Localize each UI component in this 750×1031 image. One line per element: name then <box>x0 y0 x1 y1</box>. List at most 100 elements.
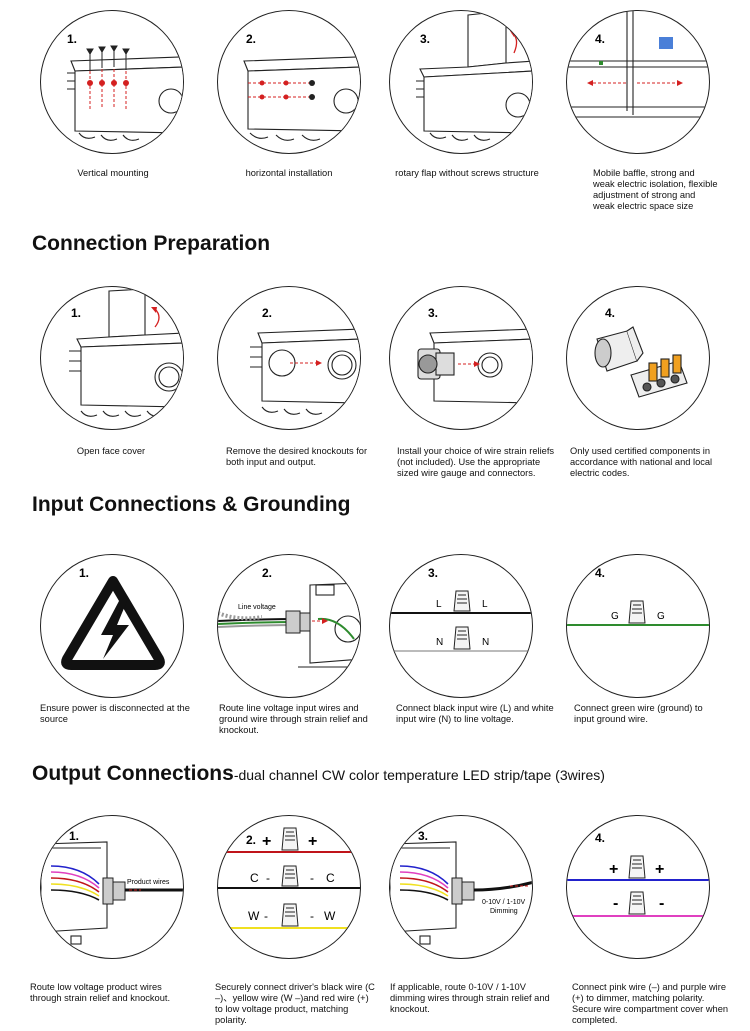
open-face-cover-illustration: 1. <box>69 288 183 417</box>
plus-left: + <box>609 861 618 878</box>
prep-caption-2: Remove the desired knockouts for both in… <box>226 446 368 467</box>
neutral-label-left: N <box>436 637 443 648</box>
prep-caption-1: Open face cover <box>76 446 146 456</box>
lever-connector-icon <box>630 354 688 398</box>
baffle-icon <box>659 37 673 49</box>
minus-c-right: - <box>310 871 314 885</box>
dimming-wires-illustration: 3. 0-10V / 1-10V Dimming <box>390 829 532 945</box>
input-caption-4: Connect green wire (ground) to input gro… <box>574 703 703 724</box>
dimming-label-line2: Dimming <box>490 908 518 915</box>
output-step-4-circle: 4. + + - - <box>566 815 710 959</box>
certified-components-illustration: 4. <box>594 306 688 398</box>
product-wires-label: Product wires <box>127 879 170 886</box>
strain-relief-icon <box>285 610 311 634</box>
strain-relief-icon <box>102 877 126 905</box>
step-number: 4. <box>595 32 605 46</box>
rotate-arrow-icon <box>510 31 518 54</box>
strain-relief-icon <box>417 348 455 380</box>
input-caption-3: Connect black input wire (L) and white i… <box>396 703 554 724</box>
output-caption-1: Route low voltage product wires through … <box>30 982 171 1003</box>
horizontal-installation-illustration: 2. <box>243 32 360 141</box>
step-number: 2. <box>262 306 272 320</box>
w-label-right: W <box>324 909 336 923</box>
wire-nut-icon <box>281 827 299 927</box>
input-step-2-circle: 2. Line voltage <box>217 554 361 698</box>
strain-relief-illustration: 3. <box>417 306 532 404</box>
dimming-label-line1: 0-10V / 1-10V <box>482 899 526 906</box>
neutral-label-right: N <box>482 637 489 648</box>
plus-right: + <box>655 861 664 878</box>
output-title: Output Connections <box>32 762 234 785</box>
step-number: 2. <box>246 32 256 46</box>
line-voltage-illustration: 2. Line voltage <box>218 566 360 668</box>
prep-caption-4: Only used certified components in accord… <box>570 446 713 478</box>
mounting-step-3-circle: 3. <box>389 10 533 154</box>
output-caption-4: Connect pink wire (–) and purple wire (+… <box>572 982 729 1025</box>
output-caption-3: If applicable, route 0-10V / 1-10V dimmi… <box>390 982 550 1014</box>
step-number: 1. <box>69 829 79 843</box>
section-title-output: Output Connections-dual channel CW color… <box>32 762 605 786</box>
prep-step-4-circle: 4. <box>566 286 710 430</box>
wire-nut-icon <box>453 590 471 650</box>
output-step-1-circle: 1. Product wires <box>40 815 184 959</box>
mounting-caption-4: Mobile baffle, strong and weak electric … <box>593 168 718 211</box>
high-voltage-warning-icon <box>61 576 165 670</box>
input-step-1-circle: 1. <box>40 554 184 698</box>
power-warning-illustration: 1. <box>61 566 165 670</box>
output-step-3-circle: 3. 0-10V / 1-10V Dimming <box>389 815 533 959</box>
output-wiring-illustration: 2. + + C - - C W - - W <box>218 827 360 929</box>
step-number: 1. <box>67 32 77 46</box>
step-number: 3. <box>428 566 438 580</box>
mounting-step-2-circle: 2. <box>217 10 361 154</box>
rotate-arrow-icon <box>151 307 160 328</box>
mounting-caption-2: horizontal installation <box>245 168 333 178</box>
line-voltage-label: Line voltage <box>238 604 276 611</box>
line-label-right: L <box>482 599 488 610</box>
minus-c-left: - <box>266 871 270 885</box>
prep-step-1-circle: 1. <box>40 286 184 430</box>
ground-label-right: G <box>657 611 665 622</box>
prep-step-2-circle: 2. <box>217 286 361 430</box>
minus-w-right: - <box>310 909 314 923</box>
mounting-caption-3: rotary flap without screws structure <box>395 168 539 178</box>
plus-right: + <box>308 833 317 850</box>
step-number: 4. <box>595 566 605 580</box>
ground-connection-illustration: 4. G G <box>567 566 709 626</box>
step-number: 3. <box>420 32 430 46</box>
output-caption-2: Securely connect driver's black wire (C … <box>215 982 375 1025</box>
minus-w-left: - <box>264 909 268 923</box>
output-subtitle: -dual channel CW color temperature LED s… <box>233 767 605 783</box>
wire-nut-icon <box>594 326 644 372</box>
input-step-3-circle: 3. L L N N <box>389 554 533 698</box>
input-caption-2: Route line voltage input wires and groun… <box>219 703 368 735</box>
w-label-left: W <box>248 909 260 923</box>
step-number: 1. <box>79 566 89 580</box>
section-title-input: Input Connections & Grounding <box>32 493 351 516</box>
step-number: 2. <box>262 566 272 580</box>
dimmer-wiring-illustration: 4. + + - - <box>567 831 709 917</box>
section-title-preparation: Connection Preparation <box>32 232 271 255</box>
plus-left: + <box>262 833 271 850</box>
step-number: 1. <box>71 306 81 320</box>
c-label-left: C <box>250 871 259 885</box>
step-number: 2. <box>246 833 256 847</box>
mounting-step-1-circle: 1. <box>40 10 184 154</box>
step-number: 4. <box>605 306 615 320</box>
mounting-step-4-circle: 4. <box>566 10 710 154</box>
screw-icon <box>86 45 130 70</box>
prep-caption-3: Install your choice of wire strain relie… <box>397 446 555 478</box>
product-wires-illustration: 1. Product wires <box>41 829 183 945</box>
input-step-4-circle: 4. G G <box>566 554 710 698</box>
line-label-left: L <box>436 599 442 610</box>
step-number: 3. <box>428 306 438 320</box>
c-label-right: C <box>326 871 335 885</box>
output-step-2-circle: 2. + + C - - C W - - W <box>217 815 361 959</box>
vertical-mounting-illustration: 1. <box>67 32 183 141</box>
prep-step-3-circle: 3. <box>389 286 533 430</box>
input-caption-1: Ensure power is disconnected at the sour… <box>40 703 190 724</box>
ground-label-left: G <box>611 611 619 622</box>
mounting-caption-1: Vertical mounting <box>77 168 149 178</box>
wire-nut-icon <box>628 600 646 624</box>
wire-nut-icon <box>628 855 646 915</box>
strain-relief-icon <box>451 877 475 905</box>
